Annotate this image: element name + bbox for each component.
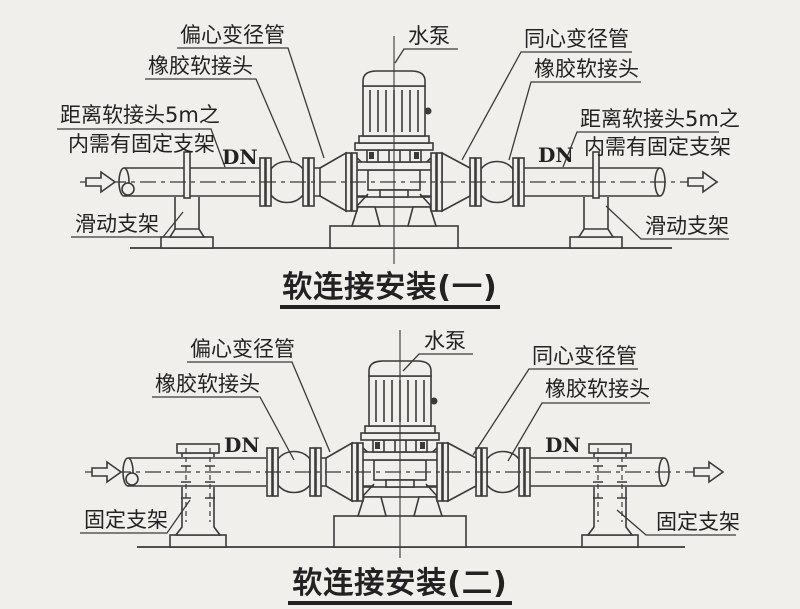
sliding-support-left-1: [160, 195, 214, 249]
support-note-left-line1-1: 距离软接头5m之: [60, 103, 220, 127]
support-note-right-line1-1: 距离软接头5m之: [580, 107, 740, 131]
label-eccentric-reducer-1: 偏心变径管: [180, 23, 285, 47]
leader-lines-2: [80, 353, 736, 536]
pipe-stub-2: [321, 457, 326, 487]
support-note-left-line2-1: 内需有固定支架: [68, 132, 215, 156]
diagram-title-1: 软连接安装(一): [282, 270, 497, 305]
flow-arrow-left-1: [85, 171, 116, 193]
label-support-right-1: 滑动支架: [645, 214, 729, 238]
diagram-2: 偏心变径管 橡胶软接头 水泵 同心变径管 橡胶软接头 DN DN 固定支架 固定…: [80, 329, 740, 605]
label-dn-right-2: DN: [545, 433, 581, 457]
sliding-support-right-1: [569, 195, 623, 249]
label-pump-2: 水泵: [424, 329, 466, 353]
label-pump-1: 水泵: [408, 24, 450, 48]
flow-arrow-right-1: [687, 171, 718, 193]
label-dn-left-2: DN: [224, 433, 260, 457]
label-rubber-joint-right-2: 橡胶软接头: [545, 377, 650, 401]
label-concentric-reducer-2: 同心变径管: [532, 344, 637, 368]
label-concentric-reducer-1: 同心变径管: [524, 27, 629, 51]
pipe-stub-1: [314, 167, 320, 197]
label-rubber-joint-left-2: 橡胶软接头: [155, 372, 260, 396]
diagram-1: 偏心变径管 橡胶软接头 水泵 同心变径管 橡胶软接头 距离软接头5m之 内需有固…: [57, 23, 740, 309]
label-dn-left-1: DN: [222, 145, 258, 169]
label-support-right-2: 固定支架: [656, 510, 740, 534]
support-note-right-line2-1: 内需有固定支架: [584, 135, 731, 159]
flow-arrow-right-2: [693, 461, 724, 483]
label-dn-right-1: DN: [538, 143, 574, 167]
flow-arrow-left-2: [91, 461, 122, 483]
leader-lines-1: [57, 47, 729, 240]
diagram-title-2: 软连接安装(二): [292, 566, 507, 601]
label-eccentric-reducer-2: 偏心变径管: [190, 337, 295, 361]
label-rubber-joint-right-1: 橡胶软接头: [534, 57, 639, 81]
label-support-left-1: 滑动支架: [75, 212, 159, 236]
support-rod-left-1: [183, 151, 191, 199]
label-support-left-2: 固定支架: [84, 508, 168, 532]
label-rubber-joint-left-1: 橡胶软接头: [148, 54, 253, 78]
